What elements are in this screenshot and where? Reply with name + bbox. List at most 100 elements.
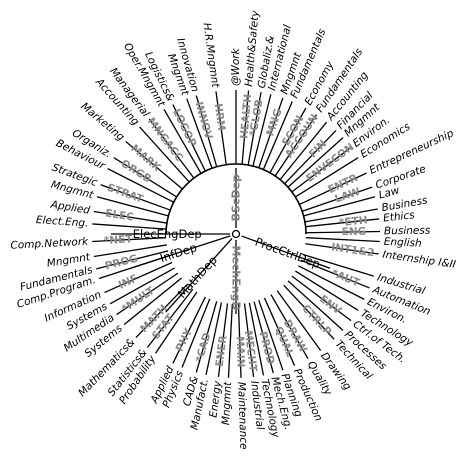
leaf-spoke	[303, 196, 376, 217]
leaf-spoke	[107, 168, 174, 203]
leaf-spoke	[269, 107, 307, 174]
leaf-spoke	[258, 97, 284, 169]
leaf-spoke	[215, 91, 227, 165]
leaf-spoke	[287, 280, 344, 331]
root-node	[231, 229, 241, 239]
course-label: H.R.Mngmnt	[200, 22, 221, 89]
leaf-spoke	[291, 275, 352, 322]
course-code: ELEC	[104, 207, 135, 223]
course-code: HEALTH	[238, 94, 254, 140]
leaf-spoke	[92, 237, 167, 243]
leaf-spoke	[295, 270, 359, 311]
course-label: Business	[384, 225, 431, 238]
leaf-spoke	[205, 302, 223, 375]
leaf-spoke	[93, 244, 167, 258]
course-label: Ethics	[383, 209, 416, 224]
leaf-spoke	[305, 237, 380, 243]
course-label: Internship I&II	[382, 249, 457, 271]
course-label: Industrial	[248, 380, 266, 430]
tree-spokes	[92, 90, 380, 378]
leaf-spoke	[139, 126, 190, 183]
course-code: MECHT	[242, 330, 259, 373]
leaf-spoke	[163, 108, 202, 174]
leaf-spoke	[305, 218, 380, 228]
course-code: ENG	[342, 226, 367, 238]
leaf-spoke	[252, 94, 272, 167]
leaf-spoke	[93, 210, 167, 224]
course-code: ENER	[214, 335, 230, 367]
leaf-spoke	[287, 137, 344, 188]
leaf-spoke	[96, 196, 169, 217]
leaf-spoke	[263, 297, 296, 366]
course-code: PROG	[104, 253, 139, 273]
leaf-spoke	[284, 129, 337, 185]
leaf-spoke	[299, 172, 367, 206]
leaf-spoke	[253, 301, 274, 374]
leaf-spoke	[227, 303, 233, 378]
course-code: *ETH	[338, 214, 368, 229]
leaf-spoke	[172, 296, 206, 364]
course-label: Comp.Network	[10, 236, 89, 252]
leaf-spoke	[135, 283, 188, 339]
leaf-spoke	[247, 92, 262, 166]
leaf-spoke	[262, 101, 293, 170]
leaf-spoke	[241, 90, 250, 165]
leaf-spoke	[258, 299, 284, 371]
leaf-spoke	[146, 288, 194, 348]
leaf-spoke	[248, 302, 265, 376]
leaf-spoke	[283, 284, 335, 340]
course-code: *CAD	[194, 331, 214, 363]
course-label: Applied	[49, 199, 91, 217]
course-code: INNOV	[192, 101, 214, 142]
department-label: InfDep	[158, 240, 198, 265]
course-code: MNG	[264, 107, 284, 137]
leaf-spoke	[195, 95, 218, 167]
leaf-spoke	[109, 267, 176, 305]
leaf-spoke	[125, 140, 183, 190]
course-code: PROD	[256, 330, 276, 366]
course-code: MAIN	[234, 336, 247, 368]
course-label: Maintenance	[235, 382, 249, 450]
leaf-spoke	[298, 265, 365, 300]
leaf-spoke	[100, 184, 171, 211]
course-label: Mngmnt	[220, 381, 234, 426]
course-code: HRM	[212, 103, 228, 132]
course-label: Elect.Eng.	[36, 214, 89, 230]
course-code: PHY	[174, 326, 196, 353]
course-code: ENV	[317, 293, 344, 318]
department-label: ElecEngDep	[133, 227, 202, 241]
leaf-spoke	[96, 250, 169, 270]
course-code: *NET	[104, 233, 134, 247]
department-label: MechEngD	[230, 245, 243, 310]
leaf-spoke	[243, 303, 255, 378]
leaf-spoke	[186, 98, 213, 169]
leaf-spoke	[301, 186, 373, 212]
leaf-spoke	[92, 223, 167, 230]
leaf-spoke	[116, 272, 179, 316]
leaf-spoke	[113, 157, 177, 198]
leaf-spoke	[279, 121, 328, 181]
leaf-spoke	[291, 146, 352, 193]
leaf-spoke	[304, 208, 378, 223]
course-code: INT1&2	[330, 241, 375, 259]
leaf-spoke	[217, 303, 229, 378]
department-label: BScDep	[230, 174, 243, 221]
department-label: MathDep	[175, 253, 220, 301]
leaf-spoke	[300, 259, 370, 289]
department-label: ProcCtrlDep	[253, 235, 322, 272]
course-label: English	[383, 236, 421, 250]
leaf-spoke	[195, 301, 218, 373]
leaf-spoke	[270, 294, 309, 360]
leaf-spoke	[305, 243, 379, 255]
leaf-spoke	[154, 291, 198, 354]
leaf-spoke	[104, 261, 173, 294]
leaf-spoke	[98, 255, 170, 280]
leaf-spoke	[274, 114, 318, 177]
leaf-spoke	[295, 157, 359, 198]
leaf-spoke	[276, 290, 322, 351]
leaf-spoke	[305, 230, 380, 234]
leaf-spoke	[172, 104, 206, 172]
course-label: Law	[377, 184, 401, 201]
